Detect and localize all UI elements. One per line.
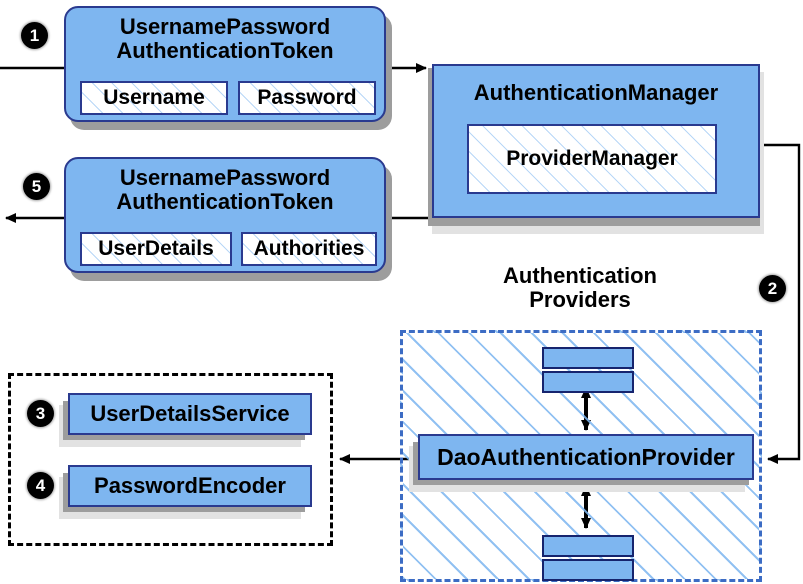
marker-step-5-label: 5	[31, 177, 42, 196]
authentication-providers-title-line2: Providers	[529, 286, 631, 312]
provider-manager-label: ProviderManager	[506, 147, 678, 170]
provider-bar-top-1[interactable]	[542, 347, 634, 369]
provider-bar-bottom-1[interactable]	[542, 535, 634, 557]
request-token-title: UsernamePassword AuthenticationToken	[66, 15, 384, 63]
marker-step-2-label: 2	[767, 279, 778, 298]
provider-bar-bottom-2[interactable]	[542, 559, 634, 581]
request-token-node[interactable]: UsernamePassword AuthenticationToken Use…	[64, 6, 386, 122]
response-token-field-authorities[interactable]: Authorities	[241, 232, 377, 266]
marker-step-3-label: 3	[35, 404, 46, 423]
arrow-manager-to-provider	[760, 143, 801, 464]
authentication-manager-node[interactable]: AuthenticationManager ProviderManager	[432, 64, 760, 218]
request-token-field-username[interactable]: Username	[80, 81, 228, 115]
services-region	[8, 373, 333, 546]
dao-authentication-provider-label: DaoAuthenticationProvider	[437, 443, 735, 470]
marker-step-3: 3	[27, 400, 54, 427]
provider-manager-node[interactable]: ProviderManager	[467, 124, 717, 194]
authentication-providers-title: Authentication Providers	[466, 264, 694, 312]
password-encoder-label: PasswordEncoder	[94, 473, 286, 499]
response-token-title-line1: UsernamePassword	[119, 165, 331, 190]
marker-step-1-label: 1	[29, 26, 40, 45]
request-token-field-password[interactable]: Password	[238, 81, 376, 115]
response-token-title-line2: AuthenticationToken	[116, 188, 334, 214]
response-token-field-authorities-label: Authorities	[253, 237, 365, 260]
response-token-title: UsernamePassword AuthenticationToken	[66, 166, 384, 214]
dao-authentication-provider-node[interactable]: DaoAuthenticationProvider	[418, 434, 754, 480]
request-token-title-line1: UsernamePassword	[119, 14, 331, 39]
password-encoder-node[interactable]: PasswordEncoder	[68, 465, 312, 507]
authentication-providers-title-line1: Authentication	[503, 263, 657, 288]
marker-step-4: 4	[27, 472, 54, 499]
response-token-field-userdetails-label: UserDetails	[98, 237, 214, 260]
request-token-field-username-label: Username	[103, 86, 205, 109]
request-token-field-password-label: Password	[257, 86, 357, 109]
response-token-field-userdetails[interactable]: UserDetails	[80, 232, 232, 266]
marker-step-2: 2	[759, 275, 786, 302]
user-details-service-label: UserDetailsService	[90, 401, 290, 427]
request-token-title-line2: AuthenticationToken	[116, 37, 334, 63]
provider-bar-top-2[interactable]	[542, 371, 634, 393]
user-details-service-node[interactable]: UserDetailsService	[68, 393, 312, 435]
marker-step-5: 5	[23, 173, 50, 200]
response-token-node[interactable]: UsernamePassword AuthenticationToken Use…	[64, 157, 386, 273]
authentication-manager-title: AuthenticationManager	[473, 80, 719, 105]
marker-step-4-label: 4	[35, 476, 46, 495]
marker-step-1: 1	[21, 22, 48, 49]
